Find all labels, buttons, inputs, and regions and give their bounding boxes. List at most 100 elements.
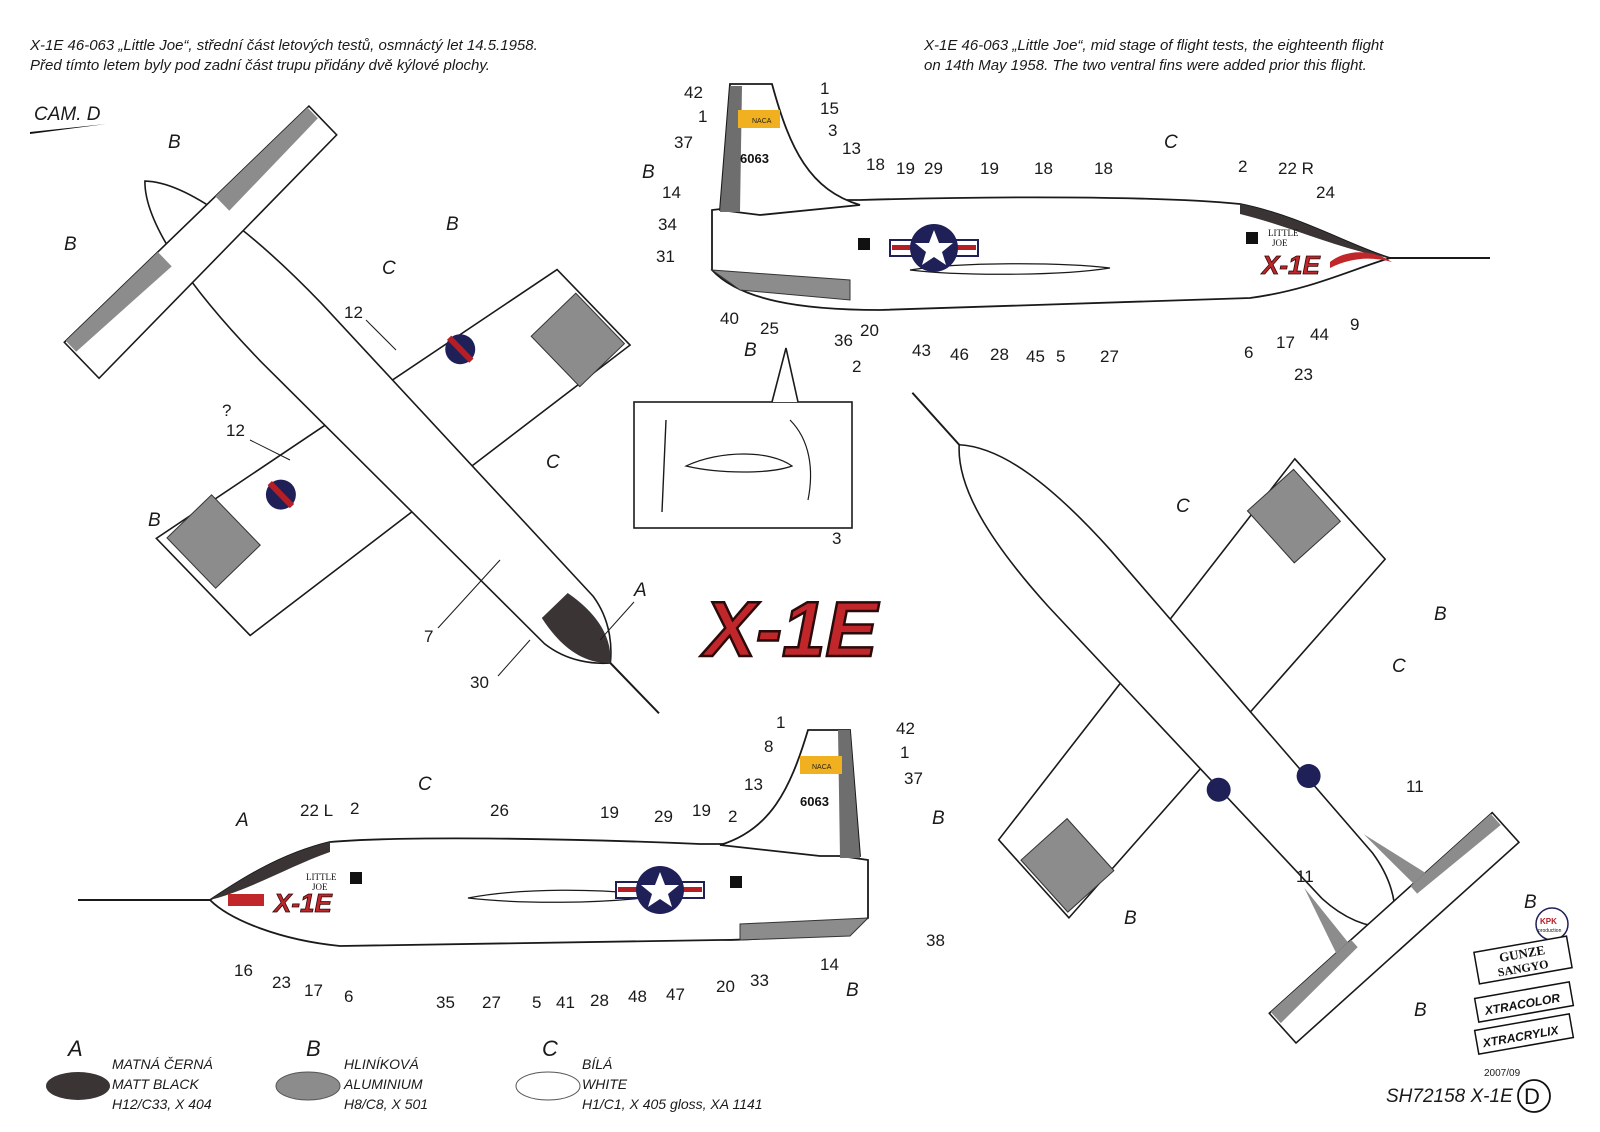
right-side-wing-root bbox=[909, 263, 1111, 275]
callout-42: 42 bbox=[896, 719, 915, 738]
callout-27: 27 bbox=[1100, 347, 1119, 366]
scheme-underline bbox=[30, 124, 106, 134]
caption-czech: X-1E 46-063 „Little Joe“, střední část l… bbox=[30, 36, 538, 76]
bottom-view-insignia-1 bbox=[1296, 764, 1321, 789]
label-b: B bbox=[744, 340, 757, 361]
callout-26: 26 bbox=[490, 801, 509, 820]
left-side-nose-emblem bbox=[228, 894, 264, 906]
kpk-label: KPK bbox=[1540, 917, 1557, 926]
detail-inset-pointer bbox=[771, 347, 799, 403]
legend-swatch-a bbox=[46, 1072, 110, 1100]
caption-english-line-1: X-1E 46-063 „Little Joe“, mid stage of f… bbox=[924, 37, 1384, 54]
bottom-view-ventral-fin-left bbox=[1363, 834, 1426, 884]
callout-47: 47 bbox=[666, 985, 685, 1004]
label-b: B bbox=[846, 980, 859, 1001]
callout-1: 1 bbox=[900, 743, 909, 762]
callout-1: 1 bbox=[820, 79, 829, 98]
left-side-nickname-1: LITTLE bbox=[306, 872, 337, 882]
callout-23: 23 bbox=[1294, 365, 1313, 384]
top-view bbox=[63, 104, 660, 715]
callout-19: 19 bbox=[896, 159, 915, 178]
bottom-view-ventral-fin-right bbox=[1304, 887, 1349, 954]
label-b: B bbox=[932, 808, 945, 829]
callout-20: 20 bbox=[860, 321, 879, 340]
right-side-nose-emblem bbox=[1330, 252, 1392, 268]
label-b: B bbox=[1124, 908, 1137, 929]
callout-question: ? bbox=[222, 401, 231, 420]
right-side-insignia-star bbox=[915, 230, 953, 265]
right-side-labels: 1 42 1 15 3 37 13 B 18 19 29 19 18 18 C … bbox=[642, 79, 1359, 384]
left-side-mark-13 bbox=[730, 876, 742, 888]
issue-date: 2007/09 bbox=[1484, 1068, 1521, 1079]
callout-38: 38 bbox=[926, 931, 945, 950]
left-side-naca-text: NACA bbox=[812, 764, 832, 771]
legend-letter-b: B bbox=[306, 1036, 321, 1061]
legend-item-b: HLINÍKOVÁ ALUMINIUM H8/C8, X 501 bbox=[344, 1054, 428, 1114]
legend-b-codes: H8/C8, X 501 bbox=[344, 1096, 429, 1112]
label-b: B bbox=[168, 132, 181, 153]
legend-a-czech: MATNÁ ČERNÁ bbox=[112, 1056, 213, 1072]
bottom-view-wingtip-b-lower bbox=[1020, 817, 1115, 913]
callout-13: 13 bbox=[744, 775, 763, 794]
label-c: C bbox=[382, 258, 396, 279]
callout-44: 44 bbox=[1310, 325, 1329, 344]
callout-17: 17 bbox=[1276, 333, 1295, 352]
callout-20: 20 bbox=[716, 977, 735, 996]
callout-16: 16 bbox=[234, 961, 253, 980]
top-view-labels: B B B B C C A 12 ? 12 7 30 bbox=[64, 132, 647, 692]
xtracrylix-badge bbox=[1473, 1012, 1575, 1056]
callout-11: 11 bbox=[1406, 777, 1424, 796]
callout-43: 43 bbox=[912, 341, 931, 360]
callout-7: 7 bbox=[424, 627, 433, 646]
callout-11: 11 bbox=[1296, 867, 1314, 886]
label-b: B bbox=[642, 162, 655, 183]
callout-12: 12 bbox=[344, 303, 363, 322]
legend-b-czech: HLINÍKOVÁ bbox=[344, 1056, 419, 1072]
left-side-mark-2 bbox=[350, 872, 362, 884]
callout-37: 37 bbox=[674, 133, 693, 152]
legend-item-a: MATNÁ ČERNÁ MATT BLACK H12/C33, X 404 bbox=[112, 1054, 213, 1114]
bottom-view-labels: C C B B B B 11 11 bbox=[1124, 496, 1537, 1021]
callout-48: 48 bbox=[628, 987, 647, 1006]
callout-41: 41 bbox=[556, 993, 575, 1012]
callout-22-left: 22 L bbox=[300, 801, 333, 820]
callout-37: 37 bbox=[904, 769, 923, 788]
right-side-serial: 6063 bbox=[740, 151, 769, 166]
callout-2: 2 bbox=[350, 799, 359, 818]
right-side-ventral-fin bbox=[710, 269, 851, 301]
legend-a-english: MATT BLACK bbox=[112, 1076, 199, 1092]
right-side-logo: X-1E bbox=[1260, 250, 1320, 280]
callout-14: 14 bbox=[820, 955, 839, 974]
caption-czech-line-1: X-1E 46-063 „Little Joe“, střední část l… bbox=[30, 37, 538, 54]
right-side-rudder-b bbox=[720, 86, 742, 212]
callout-31: 31 bbox=[656, 247, 675, 266]
left-side-nickname-2: JOE bbox=[312, 882, 328, 892]
top-view-insignia-bar-lower bbox=[267, 480, 295, 509]
xtracolor-badge bbox=[1473, 980, 1575, 1024]
callout-45: 45 bbox=[1026, 347, 1045, 366]
callout-6: 6 bbox=[1244, 343, 1253, 362]
callout-9: 9 bbox=[1350, 315, 1359, 334]
legend-swatch-b bbox=[275, 1071, 341, 1101]
callout-29: 29 bbox=[654, 807, 673, 826]
right-side-fuselage bbox=[711, 196, 1394, 311]
callout-22-right: 22 R bbox=[1278, 159, 1314, 178]
callout-5: 5 bbox=[1056, 347, 1065, 366]
legend-c-codes: H1/C1, X 405 gloss, XA 1141 bbox=[582, 1096, 763, 1112]
x1e-logo: X-1E bbox=[700, 585, 879, 673]
detail-inset: 3 bbox=[633, 347, 853, 548]
right-side-mark-2 bbox=[1246, 232, 1258, 244]
bottom-view-insignia-2 bbox=[1206, 777, 1231, 802]
bottom-view-tailplane-b-left bbox=[1410, 813, 1501, 894]
callout-23: 23 bbox=[272, 973, 291, 992]
legend-swatch-c bbox=[515, 1071, 581, 1101]
legend-item-c: BÍLÁ WHITE H1/C1, X 405 gloss, XA 1141 bbox=[582, 1054, 763, 1114]
right-side-view: NACA 6063 LITTLE JOE X-1E bbox=[710, 83, 1490, 311]
scheme-label: CAM. D bbox=[34, 104, 101, 125]
callout-12: 12 bbox=[226, 421, 245, 440]
callout-27: 27 bbox=[482, 993, 501, 1012]
callout-33: 33 bbox=[750, 971, 769, 990]
callout-28: 28 bbox=[590, 991, 609, 1010]
callout-5: 5 bbox=[532, 993, 541, 1012]
